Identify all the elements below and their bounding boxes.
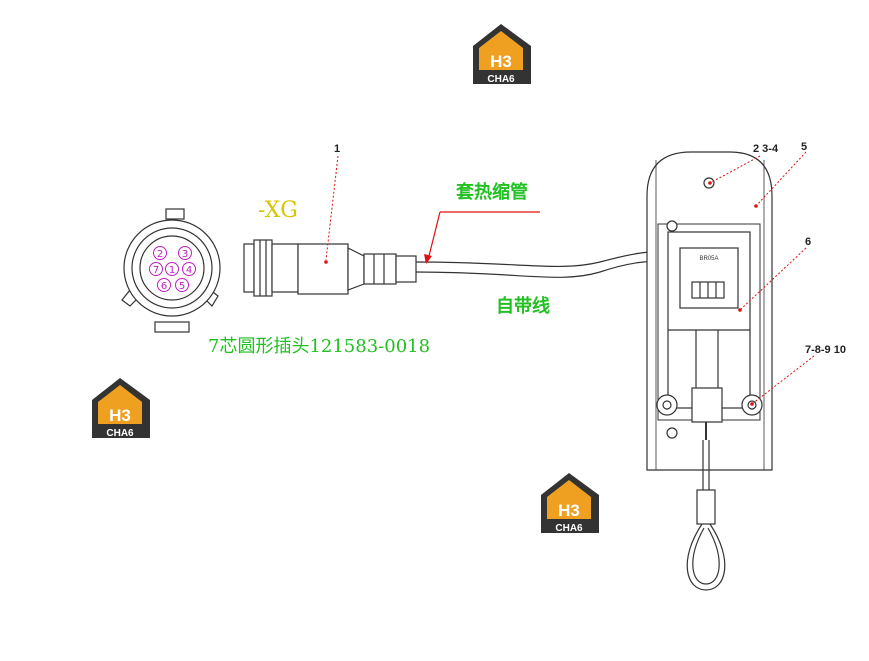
pin-1: 1 <box>165 262 179 276</box>
leader-6 <box>739 247 807 311</box>
watermark-logo-left: H3 CHA6 <box>92 378 150 439</box>
pin-2: 2 <box>153 246 167 260</box>
svg-text:CHA6: CHA6 <box>487 74 515 85</box>
leader-heat-shrink <box>427 211 441 261</box>
svg-text:7: 7 <box>153 265 159 276</box>
watermark-logo-top: H3 CHA6 <box>473 24 531 85</box>
svg-text:2: 2 <box>157 249 163 260</box>
switch-device <box>646 151 773 471</box>
plug-side-view <box>243 239 417 297</box>
pull-wire-loop <box>686 440 726 591</box>
pin-3: 3 <box>178 246 192 260</box>
cable <box>415 250 673 278</box>
svg-text:5: 5 <box>801 141 807 153</box>
heat-shrink-label: 套热缩管 <box>456 181 528 203</box>
watermark-logo-center: H3 CHA6 <box>541 473 599 534</box>
svg-text:4: 4 <box>186 265 192 276</box>
device-marking: BR05A <box>699 256 718 262</box>
svg-text:5: 5 <box>179 281 185 292</box>
svg-text:CHA6: CHA6 <box>555 523 583 534</box>
svg-text:6: 6 <box>805 236 811 248</box>
svg-text:H3: H3 <box>558 501 580 520</box>
round-connector-face <box>121 208 221 333</box>
leader-234 <box>709 155 761 184</box>
pin-4: 4 <box>182 262 196 276</box>
pin-5: 5 <box>175 278 189 292</box>
svg-text:6: 6 <box>161 281 167 292</box>
leader-1 <box>325 155 339 261</box>
svg-text:7-8-9 10: 7-8-9 10 <box>805 344 846 356</box>
pin-7: 7 <box>149 262 163 276</box>
svg-text:CHA6: CHA6 <box>106 428 134 439</box>
svg-text:3: 3 <box>182 249 188 260</box>
connector-designation: -XG <box>258 198 298 223</box>
leader-5 <box>755 151 807 207</box>
pin-layout: 2 3 7 1 4 6 5 <box>149 246 196 292</box>
plug-description-label: 7芯圆形插头121583-0018 <box>208 336 430 357</box>
own-cable-label: 自带线 <box>496 295 550 317</box>
leader-78910 <box>751 355 815 405</box>
svg-text:H3: H3 <box>109 406 131 425</box>
svg-text:1: 1 <box>334 143 340 155</box>
svg-text:1: 1 <box>169 265 175 276</box>
svg-text:H3: H3 <box>490 52 512 71</box>
pin-6: 6 <box>157 278 171 292</box>
svg-text:2 3-4: 2 3-4 <box>753 143 779 155</box>
callouts: 1 2 3-4 5 6 7-8-9 10 <box>324 141 846 406</box>
